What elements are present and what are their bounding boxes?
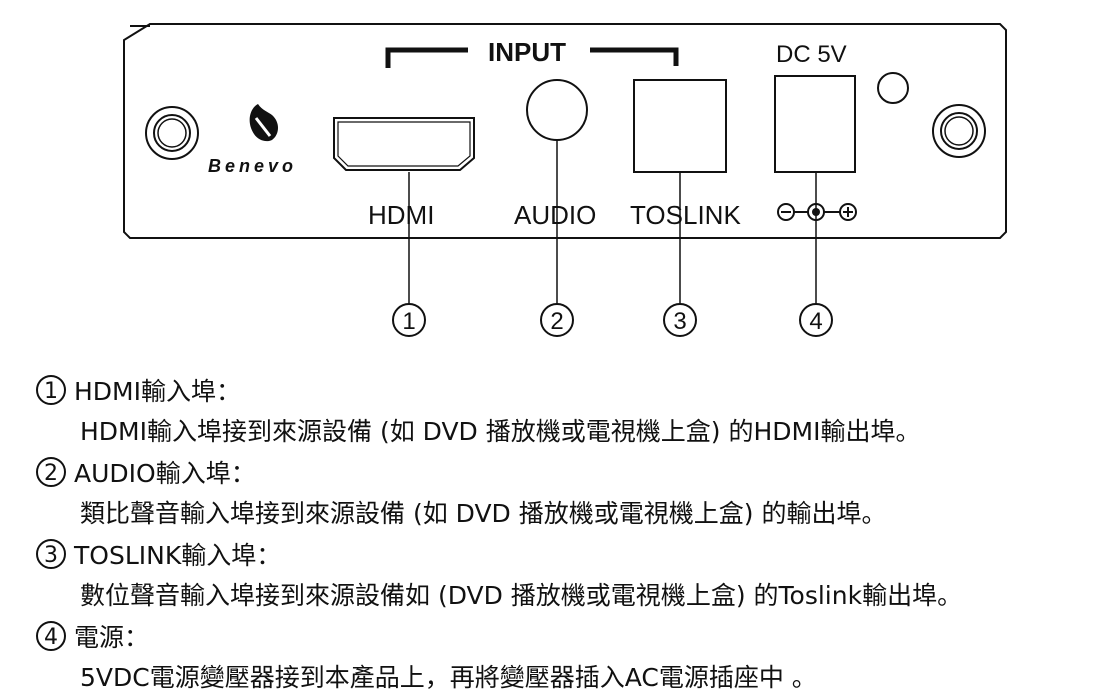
item-body: 5VDC電源變壓器接到本產品上，再將變壓器插入AC電源插座中 。 <box>80 663 817 692</box>
svg-text:3: 3 <box>673 308 686 335</box>
item-number: 1 <box>36 375 66 405</box>
item-title: AUDIO輸入埠： <box>74 459 256 488</box>
audio-port-icon <box>526 79 588 141</box>
dc-power-port-icon <box>774 75 856 173</box>
item-title: TOSLINK輸入埠： <box>74 541 282 570</box>
item-body: HDMI輸入埠接到來源設備 (如 DVD 播放機或電視機上盒) 的HDMI輸出埠… <box>80 417 921 446</box>
item-body: 數位聲音輸入埠接到來源設備如 (DVD 播放機或電視機上盒) 的Toslink輸… <box>80 581 963 610</box>
left-screw-icon <box>145 106 199 160</box>
port-descriptions: 1 HDMI輸入埠： HDMI輸入埠接到來源設備 (如 DVD 播放機或電視機上… <box>0 372 1098 700</box>
brand-name: Benevo <box>208 156 297 176</box>
svg-text:1: 1 <box>402 308 415 335</box>
power-header: DC 5V <box>776 41 847 68</box>
item-title: 電源： <box>74 623 150 652</box>
benevo-logo-icon <box>249 104 278 142</box>
callout-2: 2 <box>540 303 574 337</box>
description-item-audio: 2 AUDIO輸入埠： 類比聲音輸入埠接到來源設備 (如 DVD 播放機或電視機… <box>36 454 1098 530</box>
input-bracket <box>385 47 679 68</box>
device-rear-panel-diagram: Benevo INPUT DC 5V HDMI AUDIO TOSLINK 1 <box>123 23 1007 337</box>
description-item-toslink: 3 TOSLINK輸入埠： 數位聲音輸入埠接到來源設備如 (DVD 播放機或電視… <box>36 536 1098 612</box>
panel-outline <box>123 23 1007 239</box>
svg-text:2: 2 <box>550 308 563 335</box>
hdmi-port-icon <box>333 117 475 171</box>
callout-1: 1 <box>392 303 426 337</box>
item-body: 類比聲音輸入埠接到來源設備 (如 DVD 播放機或電視機上盒) 的輸出埠。 <box>80 499 887 528</box>
dc-polarity-icon <box>777 203 857 221</box>
description-item-hdmi: 1 HDMI輸入埠： HDMI輸入埠接到來源設備 (如 DVD 播放機或電視機上… <box>36 372 1098 448</box>
item-title: HDMI輸入埠： <box>74 377 241 406</box>
callout-3: 3 <box>663 303 697 337</box>
item-number: 4 <box>36 621 66 651</box>
callout-4: 4 <box>799 303 833 337</box>
svg-text:4: 4 <box>809 308 822 335</box>
item-number: 2 <box>36 457 66 487</box>
right-screw-icon <box>932 104 986 158</box>
toslink-port-icon <box>633 79 727 173</box>
led-indicator-icon <box>877 72 909 104</box>
input-header: INPUT <box>488 37 566 67</box>
port-label-audio: AUDIO <box>514 200 596 230</box>
description-item-power: 4 電源： 5VDC電源變壓器接到本產品上，再將變壓器插入AC電源插座中 。 <box>36 618 1098 694</box>
port-label-toslink: TOSLINK <box>630 200 741 230</box>
port-label-hdmi: HDMI <box>368 200 434 230</box>
item-number: 3 <box>36 539 66 569</box>
